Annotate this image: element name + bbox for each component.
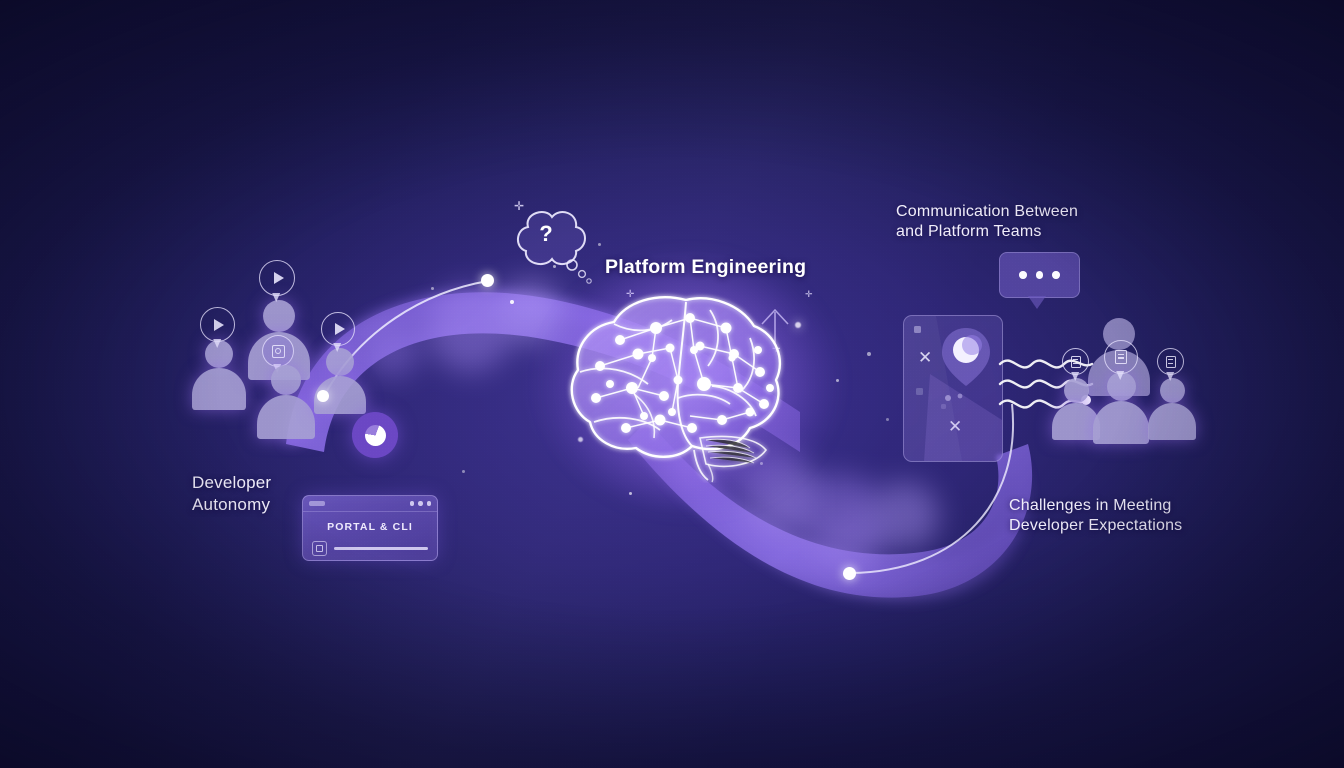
illustration-canvas: ✛ ✛ ✛ ✛ (0, 0, 1344, 768)
vignette-overlay (0, 0, 1344, 768)
